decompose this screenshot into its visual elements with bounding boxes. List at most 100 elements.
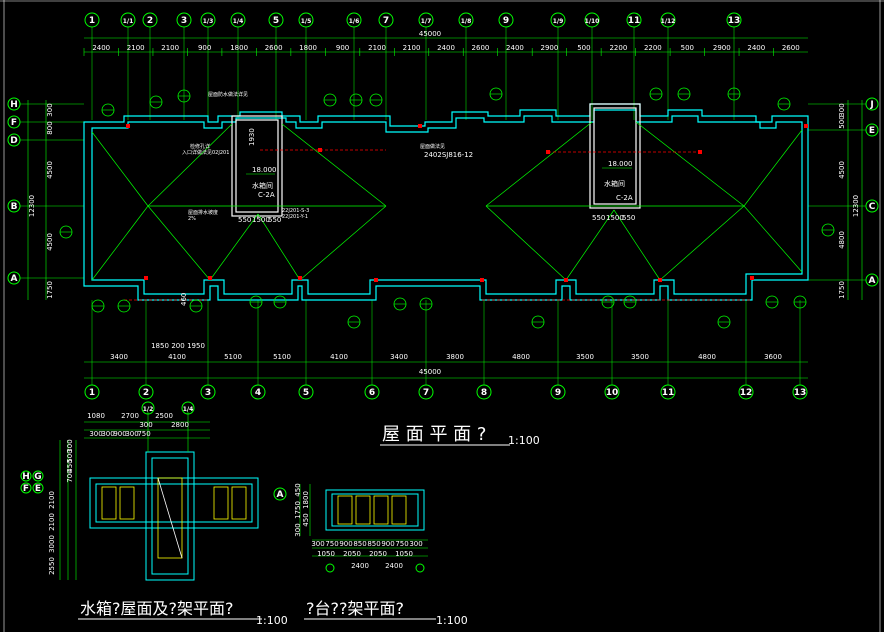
top-seg-dim-1: 2100 [127,44,145,52]
bottom-seg-dim-0: 3400 [110,353,128,361]
top-axis-bubble-11: 1/8 [458,12,474,28]
top-axis-bubble-11-label: 1/8 [461,18,472,25]
top-seg-dim-0: 2400 [92,44,110,52]
top-seg-dim-13: 2900 [541,44,559,52]
detail2-dim-bottom-5: 900 [381,540,394,548]
detail1-dim-left-2: 3000 [48,535,56,553]
detail2-axis-A-circle [273,487,287,501]
top-axis-bubble-5-circle [230,12,246,28]
callout-17 [273,295,287,309]
top-seg-dim-4: 1800 [230,44,248,52]
detail1-axis-top-0-label: 1/2 [143,406,154,413]
top-axis-bubble-2-circle [142,12,158,28]
detail-tag-left: C-2A [258,191,275,199]
bottom-axis-bubble-6: 7 [418,384,434,400]
callout-4 [349,93,363,107]
detail1-scale: 1:100 [256,614,288,627]
right-total-dim: 12300 [852,195,860,217]
top-axis-bubble-3-circle [176,12,192,28]
right-axis-bubble-1-circle [865,123,879,137]
detail1-dim-top-3: 300 [139,421,152,429]
left-axis-bubble-1: F [7,115,21,129]
detail1-dim-top-7: 900 [113,430,126,438]
top-seg-dim-14: 500 [577,44,590,52]
detail1-axis-left-1-label: G [34,472,41,482]
note-6: 2% [188,216,196,222]
top-axis-bubble-15-label: 11 [628,16,641,26]
main-title: 屋 面 平 面 ? [382,424,486,445]
note-1: 屋面防水做法详见 [208,91,248,98]
note-8: 入口详做法见02J201 [182,149,229,156]
detail1-axis-left-1: G [32,470,44,482]
callout-19 [393,297,407,311]
left-tank-core [231,115,283,217]
top-seg-dim-15: 2200 [609,44,627,52]
top-axis-bubble-12: 9 [498,12,514,28]
detail2-dim-left-2: 1750 [294,501,302,519]
left-axis-bubble-3-circle [7,199,21,213]
top-axis-bubble-15-circle [626,12,642,28]
bottom-axis-bubble-0-label: 1 [89,388,95,398]
top-axis-bubble-7: 1/5 [298,12,314,28]
bottom-axis-bubble-12-label: 13 [794,388,807,398]
top-seg-dim-3: 900 [198,44,211,52]
top-axis-bubble-16-label: 1/12 [661,18,676,25]
top-axis-bubble-13: 1/9 [550,12,566,28]
right-tank-core [589,103,641,209]
bottom-total-dim: 45000 [419,368,441,376]
top-axis-bubble-15: 11 [626,12,642,28]
bottom-axis-bubble-7: 8 [476,384,492,400]
drain-10 [698,150,702,154]
building-outline [83,103,809,301]
note-4: 22J201-S-3 [282,208,309,214]
drain-5 [564,278,568,282]
drain-3 [374,278,378,282]
detail2-scale: 1:100 [436,614,468,627]
core-right-dim-1: 550 [592,214,605,222]
top-axis-bubble-1: 1/1 [120,12,136,28]
left-axis-bubble-3: B [7,199,21,213]
top-axis-bubble-6: 5 [268,12,284,28]
top-axis-bubble-10: 1/7 [418,12,434,28]
detail2-axis-bottom-0-circle [325,563,335,573]
detail1-dim-left-3: 2550 [48,557,56,575]
main-scale: 1:100 [508,434,540,447]
top-axis-bubble-12-label: 9 [503,16,509,26]
top-seg-dim-2: 2100 [161,44,179,52]
core-left-dim-1: 550 [238,216,251,224]
detail1-dim-top-0: 1080 [87,412,105,420]
top-axis-bubble-9-circle [378,12,394,28]
top-total-dim: 45000 [419,30,441,38]
bottom-axis-bubble-11-label: 12 [740,388,753,398]
bottom-axis-bubble-10-label: 11 [662,388,675,398]
left-seg-dim-2: 4500 [46,161,54,179]
left-seg-dim-0: 300 [46,103,54,116]
core-annotations: 18.000 水箱间 C-2A 18.000 水箱间 C-2A 550 1500… [180,91,635,306]
top-seg-dim-9: 2100 [403,44,421,52]
detail1-dim-top-5: 300 [89,430,102,438]
drain-12 [804,124,808,128]
top-seg-dim-8: 2100 [368,44,386,52]
roof-parapet-outer [83,103,809,301]
detail1-dim-left-6: 450 [66,459,74,472]
elevation-right: 18.000 [608,160,633,168]
bottom-axis-bubble-1-label: 2 [143,388,149,398]
top-axis-bubble-2: 2 [142,12,158,28]
top-axis-bubble-16-circle [660,12,676,28]
bottom-axis-bubble-6-label: 7 [423,388,429,398]
bottom-axis-bubble-2-label: 3 [205,388,211,398]
top-axis-bubble-16: 1/12 [660,12,676,28]
bottom-detail-dim-2: 1950 [187,342,205,350]
bottom-detail-dim-0: 1850 [151,342,169,350]
top-axis-bubble-11-circle [458,12,474,28]
detail2-dim-bottom-3: 850 [353,540,366,548]
detail1-axis-top-1-circle [181,401,195,415]
top-axis-bubble-1-circle [120,12,136,28]
top-axis-bubble-5-label: 1/4 [233,18,244,25]
bottom-axis-bubble-3-circle [250,384,266,400]
